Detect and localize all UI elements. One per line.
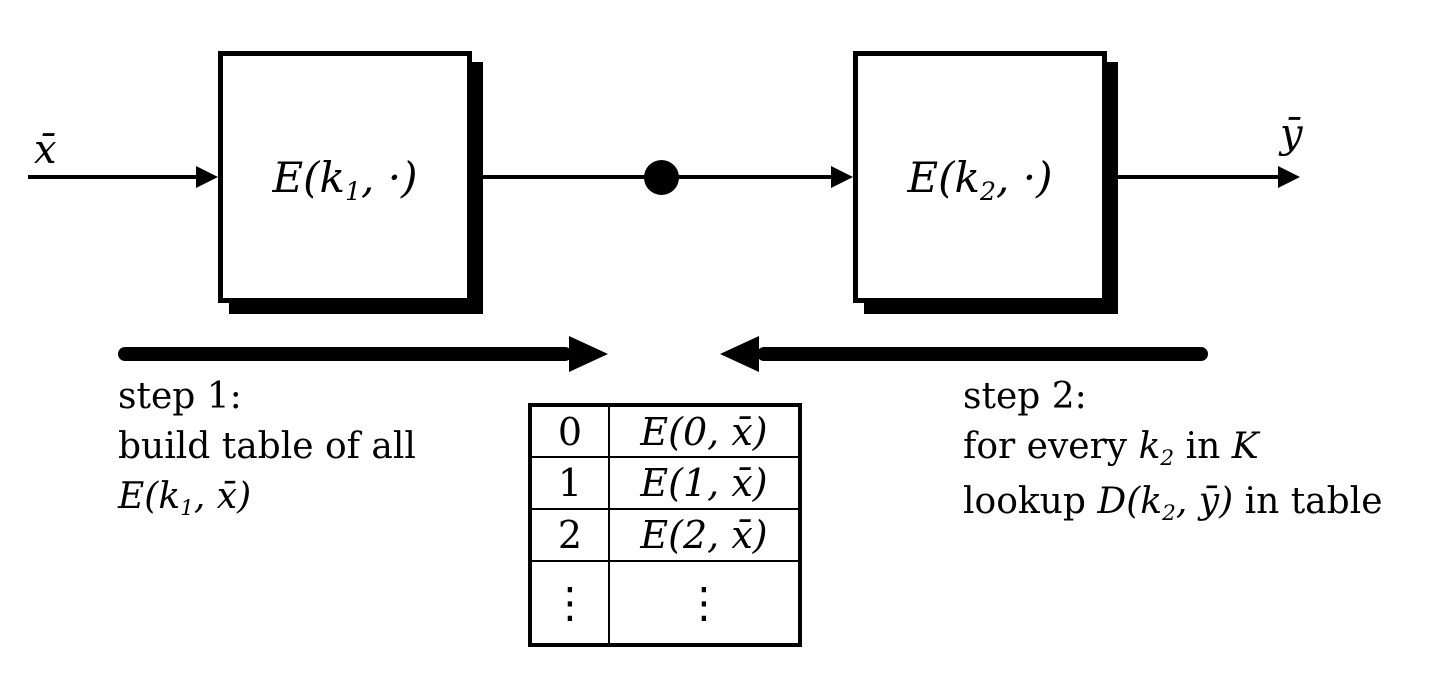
key-cell: 0 — [529, 404, 610, 458]
step1-line2: build table of all — [118, 426, 416, 467]
step1-caption: step 1: build table of all E(k1, x̄) — [118, 372, 416, 527]
step1-math: E(k1, x̄) — [118, 476, 252, 522]
keyspace-symbol: K — [1231, 426, 1260, 467]
key-cell: 2 — [529, 508, 610, 562]
table-row: 1 E(1, x̄) — [529, 456, 801, 510]
lookup-table: 0 E(0, x̄) 1 E(1, x̄) 2 E(2, x̄) ⋮ ⋮ — [528, 403, 802, 647]
output-arrowhead-icon — [1278, 166, 1300, 188]
value-cell-ellipsis: ⋮ — [608, 560, 801, 646]
plaintext-label: x̄ — [34, 127, 57, 173]
key-cell-ellipsis: ⋮ — [529, 560, 610, 646]
output-wire — [1107, 175, 1278, 179]
step2-title: step 2: — [963, 376, 1087, 417]
value-cell: E(0, x̄) — [608, 404, 801, 458]
encryption-box-1-label: E(k1, ·) — [272, 152, 418, 206]
encryption-box-2-label: E(k2, ·) — [907, 152, 1053, 206]
table-row: 0 E(0, x̄) — [529, 404, 801, 458]
middle-arrowhead-icon — [831, 166, 853, 188]
step2-line3: lookup D(k2, ȳ) in table — [963, 481, 1383, 527]
encryption-box-2: E(k2, ·) — [853, 51, 1107, 303]
step2-line2: for every k2 in K — [963, 426, 1260, 472]
ciphertext-label: ȳ — [1280, 111, 1303, 157]
value-cell: E(2, x̄) — [608, 508, 801, 562]
step1-arrowhead-icon — [569, 336, 608, 372]
step2-arrow-shaft — [757, 347, 1208, 361]
step1-arrow-shaft — [118, 347, 572, 361]
step2-arrowhead-icon — [720, 336, 759, 372]
value-cell: E(1, x̄) — [608, 456, 801, 510]
table-row-ellipsis: ⋮ ⋮ — [529, 560, 801, 646]
key-cell: 1 — [529, 456, 610, 510]
input-arrowhead-icon — [196, 166, 218, 188]
step2-caption: step 2: for every k2 in K lookup D(k2, ȳ… — [963, 372, 1383, 532]
encryption-box-1: E(k1, ·) — [218, 51, 472, 303]
table-row: 2 E(2, x̄) — [529, 508, 801, 562]
step1-title: step 1: — [118, 376, 242, 417]
input-wire — [28, 175, 198, 179]
junction-dot — [644, 160, 679, 195]
